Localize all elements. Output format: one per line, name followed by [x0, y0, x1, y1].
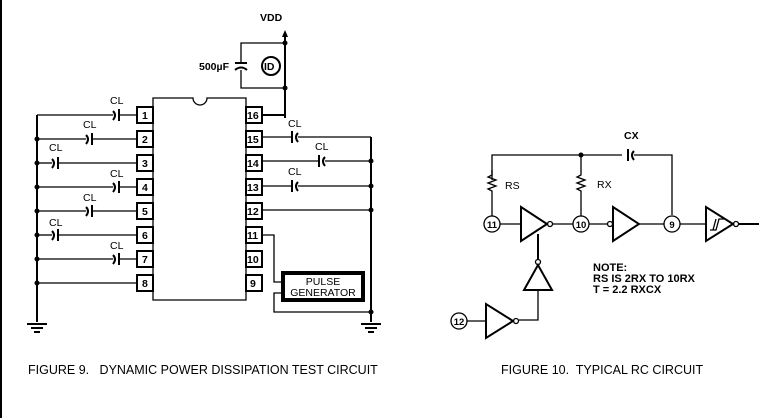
decoupling-capacitor-icon: [234, 62, 248, 71]
pin-13: 13: [245, 178, 263, 196]
svg-text:5: 5: [142, 206, 148, 218]
cl-label: CL: [288, 166, 302, 178]
decoupling-wire-bottom: [240, 70, 285, 89]
cl-label: CL: [83, 119, 97, 131]
pin-11: 11: [245, 226, 263, 244]
enable-input-wire: [519, 290, 539, 321]
current-meter-icon: ID: [261, 56, 281, 76]
svg-text:10: 10: [576, 220, 587, 231]
note-line-1: RS IS 2RX TO 10RX: [593, 273, 696, 285]
cl-label: CL: [315, 141, 329, 153]
pin-16: 16: [245, 106, 263, 124]
pin-12: 12: [245, 202, 263, 220]
rs-label: RS: [505, 180, 520, 192]
cl-label: CL: [49, 217, 63, 229]
right-pin-column: 16 15 14 13 12 11 10 9: [245, 106, 263, 292]
generator-return-wire: [273, 292, 371, 313]
cx-to-node9-wire: [634, 154, 673, 215]
vdd-label: VDD: [260, 12, 283, 24]
cl-label: CL: [110, 95, 124, 107]
cl-label: CL: [49, 142, 63, 154]
page-left-border: [0, 0, 2, 418]
pin-1: 1: [136, 106, 154, 124]
svg-text:12: 12: [247, 206, 259, 218]
pin-9: 9: [245, 274, 263, 292]
pin-8: 8: [136, 274, 154, 292]
pin-6: 6: [136, 226, 154, 244]
pin-10: 10: [245, 250, 263, 268]
svg-text:4: 4: [142, 182, 148, 194]
pin-5: 5: [136, 202, 154, 220]
right-ground-icon: [361, 323, 381, 333]
schmitt-trigger-inverter-icon: [705, 205, 740, 243]
rx-resistor-icon: [575, 155, 587, 216]
pin-4: 4: [136, 178, 154, 196]
pin-2: 2: [136, 130, 154, 148]
cx-capacitor-icon: [627, 149, 635, 161]
svg-text:16: 16: [247, 110, 259, 122]
left-ground-bus: [34, 115, 40, 322]
figure-10: CX RS RX 11 10 9: [450, 130, 759, 377]
inverting-input-buffer-icon: [606, 205, 641, 243]
cl-label: CL: [110, 240, 124, 252]
svg-text:11: 11: [247, 230, 258, 242]
tristate-inverter-icon: [520, 205, 554, 243]
cl-label: CL: [110, 168, 124, 180]
left-ground-icon: [27, 323, 47, 333]
svg-text:PULSE: PULSE: [306, 276, 340, 288]
figure-9-caption: FIGURE 9. DYNAMIC POWER DISSIPATION TEST…: [28, 363, 378, 377]
pin-14: 14: [245, 154, 263, 172]
svg-text:7: 7: [142, 254, 148, 266]
decoupling-cap-label: 500µF: [199, 61, 230, 73]
cl-label: CL: [288, 118, 302, 130]
right-ground-bus: [368, 137, 374, 322]
top-feedback-wire: [491, 154, 622, 180]
enable-inverter-icon: [522, 258, 554, 291]
left-pin-column: 1 2 3 4 5 6 7 8: [136, 106, 154, 292]
svg-text:9: 9: [669, 220, 674, 231]
pin-3: 3: [136, 154, 154, 172]
rs-resistor-icon: [486, 170, 498, 216]
note-line-2: T = 2.2 RXCX: [593, 284, 662, 296]
svg-text:2: 2: [142, 134, 148, 146]
svg-text:1: 1: [142, 110, 148, 122]
svg-text:13: 13: [247, 182, 259, 194]
svg-text:6: 6: [142, 230, 148, 242]
svg-text:15: 15: [247, 134, 259, 146]
current-meter-label: ID: [264, 61, 275, 73]
decoupling-wire-top: [240, 42, 285, 63]
svg-text:12: 12: [454, 317, 465, 328]
ic-chip-body: [152, 97, 247, 301]
note-title: NOTE:: [593, 262, 627, 274]
svg-text:14: 14: [247, 158, 259, 170]
pin-15: 15: [245, 130, 263, 148]
cl-label: CL: [83, 192, 97, 204]
right-load-capacitors: CL CL CL: [262, 118, 371, 211]
figure-9: VDD 500µF ID 1 2 3 4 5 6 7: [27, 12, 381, 377]
cx-label: CX: [624, 130, 639, 142]
figure-10-caption: FIGURE 10. TYPICAL RC CIRCUIT: [501, 363, 703, 377]
svg-text:9: 9: [250, 278, 256, 290]
vdd-to-pin16-wire: [262, 88, 286, 116]
left-load-capacitors: CL CL CL CL CL CL CL: [37, 95, 137, 284]
pin-7: 7: [136, 250, 154, 268]
svg-text:10: 10: [247, 254, 259, 266]
svg-text:11: 11: [487, 220, 498, 231]
svg-text:3: 3: [142, 158, 148, 170]
pin11-to-generator-wire: [262, 234, 282, 283]
svg-text:GENERATOR: GENERATOR: [290, 287, 356, 299]
rx-label: RX: [597, 179, 612, 191]
input-inverter-icon: [485, 302, 520, 340]
svg-text:8: 8: [142, 278, 148, 290]
pulse-generator-block: PULSE GENERATOR: [281, 271, 365, 302]
